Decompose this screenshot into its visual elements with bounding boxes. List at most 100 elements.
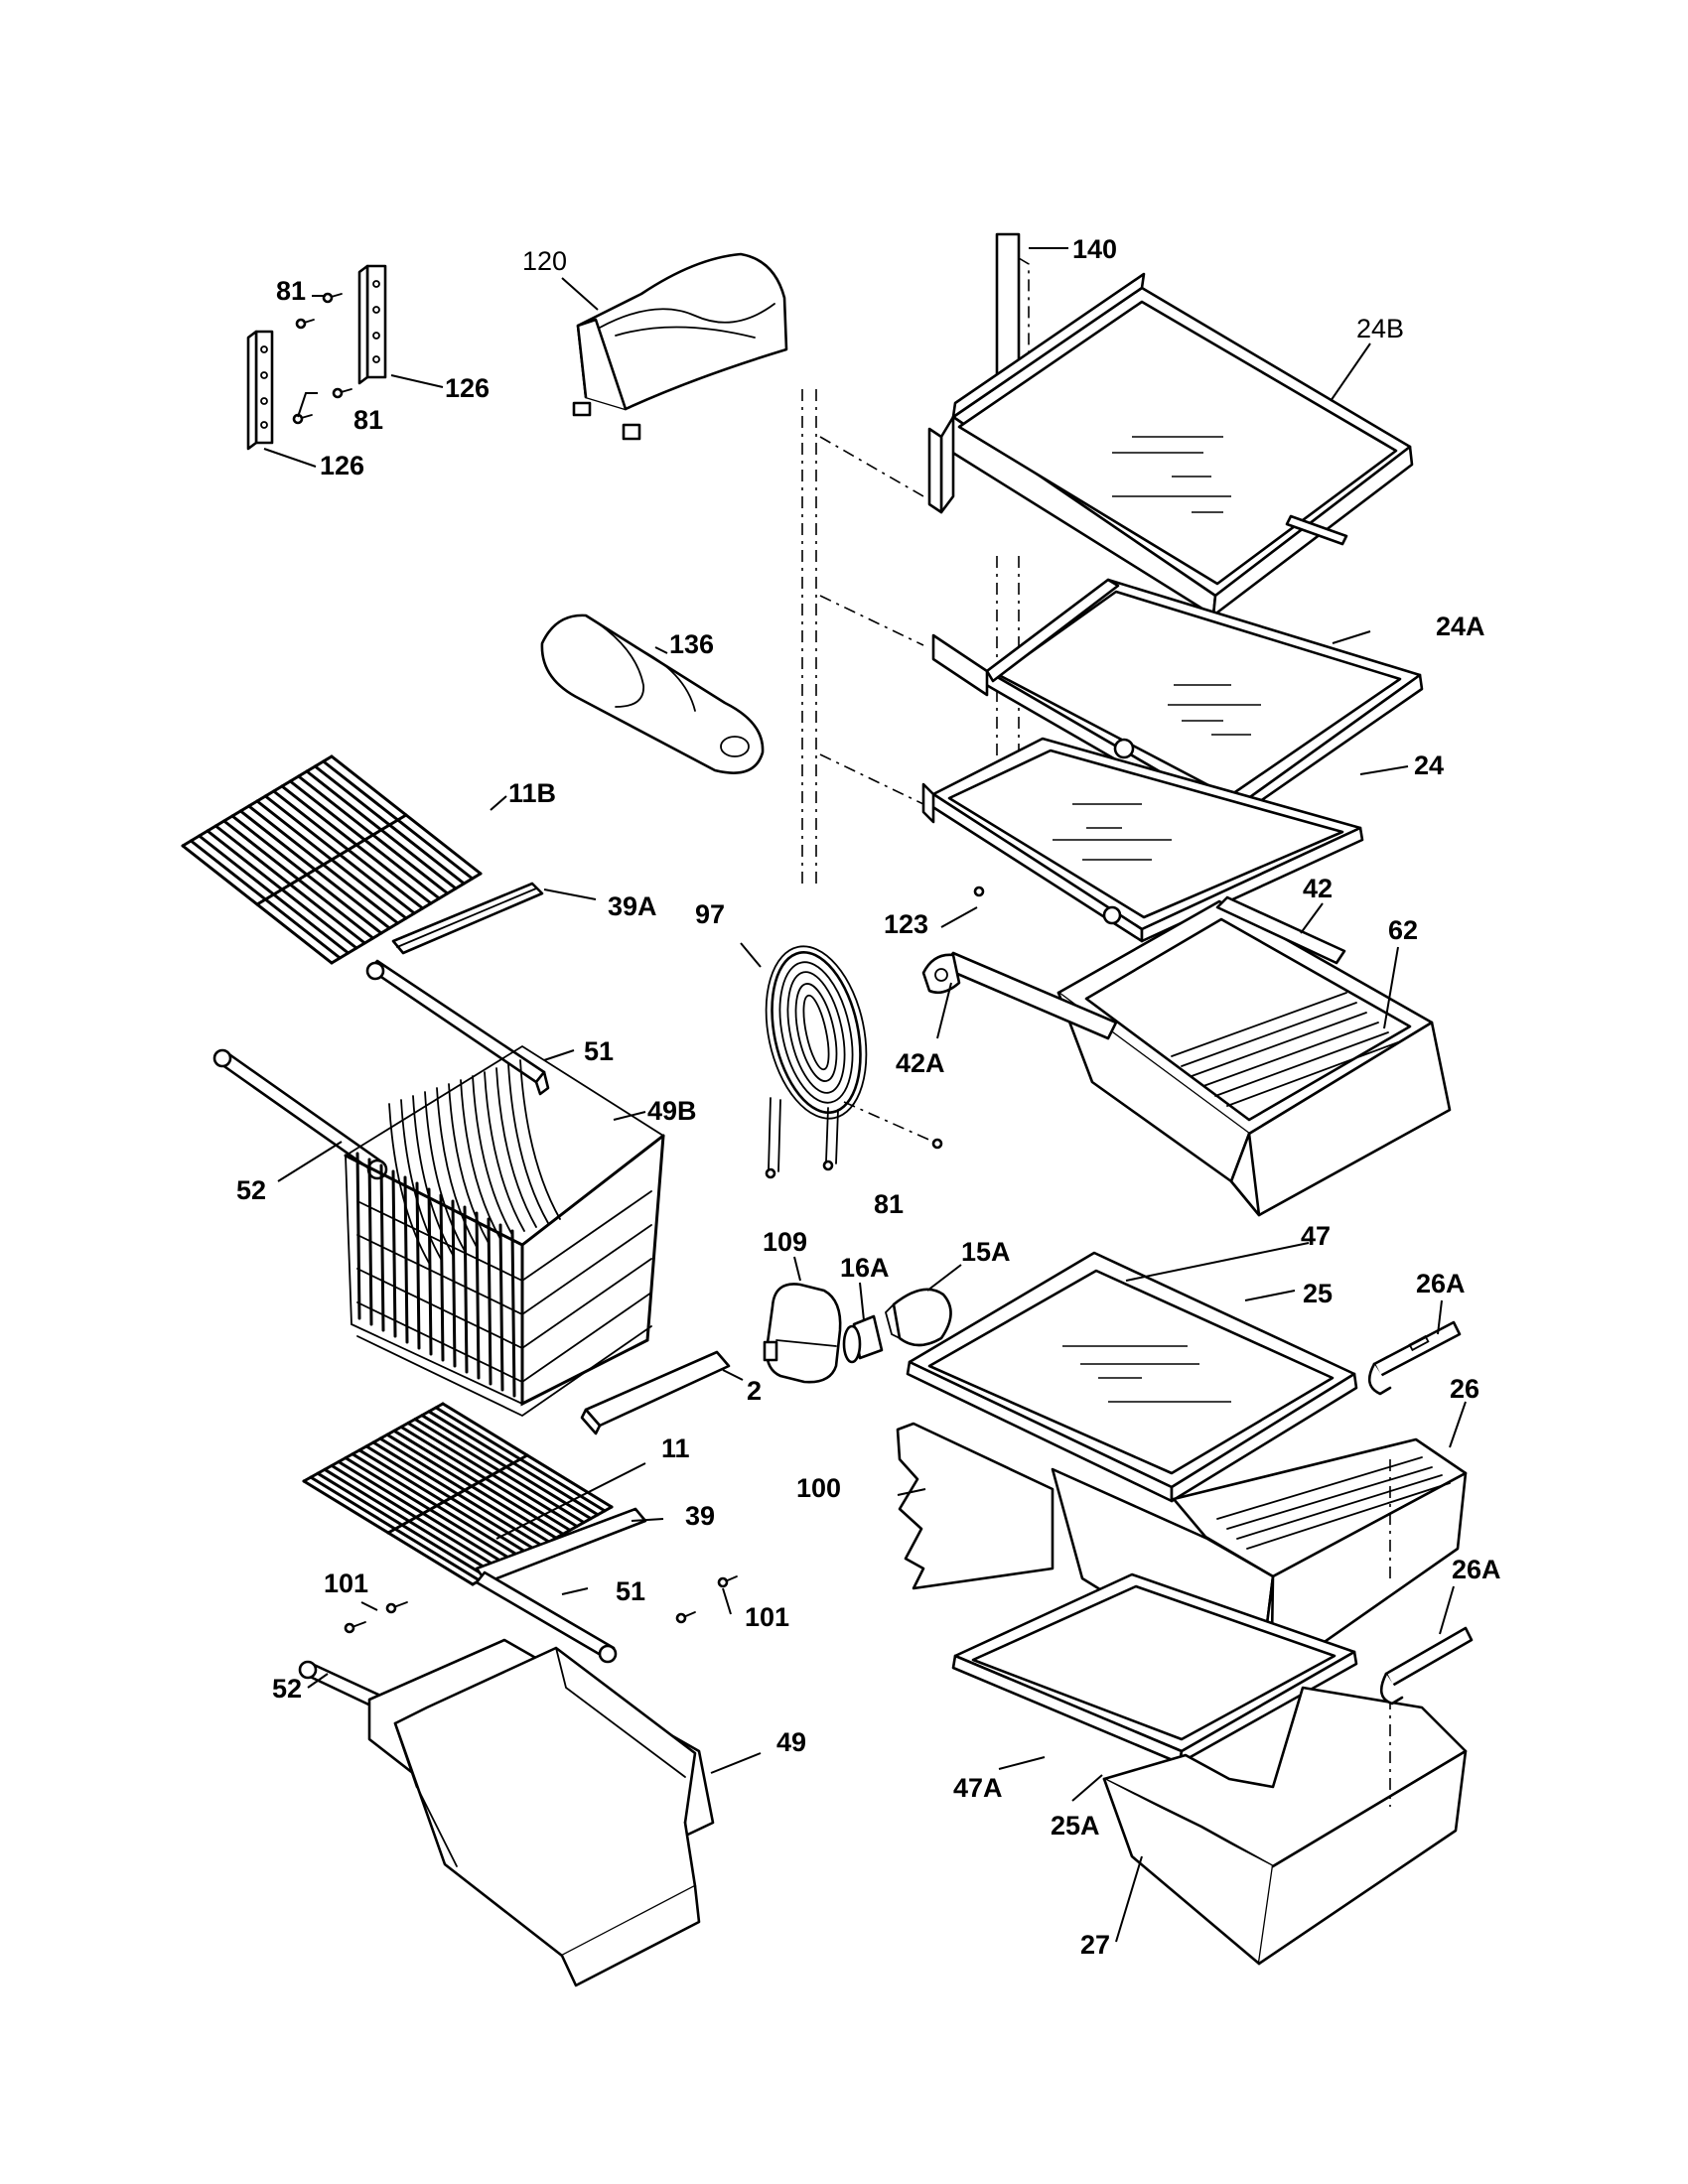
basket-wire — [439, 1193, 445, 1362]
callout-47: 47 — [1301, 1221, 1331, 1251]
bracket-26A-lower — [1379, 1626, 1474, 1706]
wire — [181, 754, 483, 965]
callout-42A: 42A — [896, 1048, 945, 1078]
callout-2: 2 — [747, 1376, 762, 1406]
callout-81b: 81 — [353, 405, 383, 435]
basket-wire — [356, 1224, 652, 1316]
callout-11B: 11B — [508, 778, 556, 808]
callout-49B: 49B — [647, 1096, 697, 1126]
light-cover-109 — [763, 1283, 842, 1384]
basket-wire — [400, 1099, 442, 1260]
basket-wire — [484, 1071, 525, 1232]
basket-wire — [356, 1325, 652, 1418]
basket-wire — [520, 1134, 665, 1407]
callout-26Aa: 26A — [1416, 1269, 1466, 1298]
bulb-15A — [884, 1288, 952, 1347]
rail-52-upper — [212, 1048, 388, 1180]
callout-100: 100 — [796, 1473, 841, 1503]
callout-24: 24 — [1414, 751, 1444, 780]
basket-wire — [507, 1063, 549, 1224]
baffle-100 — [896, 1422, 1055, 1590]
callout-42: 42 — [1303, 874, 1333, 903]
callout-39A: 39A — [608, 891, 657, 921]
callout-97: 97 — [695, 899, 725, 929]
bracket-126-right — [357, 264, 387, 385]
basket-wire — [475, 1211, 481, 1380]
callout-47A: 47A — [953, 1773, 1003, 1803]
basket-wire — [391, 1169, 397, 1338]
callout-27: 27 — [1080, 1930, 1110, 1960]
basket-wire — [472, 1075, 513, 1236]
tray-136 — [540, 614, 765, 774]
callout-24B: 24B — [1356, 314, 1404, 343]
bracket-26A-upper — [1367, 1320, 1462, 1396]
bin-49 — [367, 1638, 715, 1987]
callout-136: 136 — [669, 629, 714, 659]
shelf-24B — [927, 272, 1414, 617]
callout-16A: 16A — [840, 1253, 890, 1283]
wire — [255, 813, 408, 906]
basket-wire — [463, 1205, 469, 1374]
crisper-27 — [1102, 1686, 1468, 1966]
basket-wire — [403, 1175, 409, 1344]
callout-140: 140 — [1072, 234, 1117, 264]
callout-11: 11 — [661, 1433, 690, 1463]
basket-wire — [519, 1059, 561, 1220]
callout-81c: 81 — [874, 1189, 904, 1219]
rail-51-upper — [365, 959, 550, 1096]
callout-39: 39 — [685, 1501, 715, 1531]
basket-wire — [424, 1091, 466, 1252]
basket-wire — [427, 1187, 433, 1356]
callout-101b: 101 — [745, 1602, 789, 1632]
bracket-126-left — [246, 330, 274, 451]
rail-51-lower — [475, 1570, 618, 1664]
wire-basket-49B — [344, 1044, 665, 1418]
callout-51a: 51 — [584, 1036, 614, 1066]
basket-wire — [510, 1229, 516, 1398]
callout-101a: 101 — [324, 1569, 368, 1598]
callout-26Ab: 26A — [1452, 1555, 1501, 1584]
callout-52a: 52 — [236, 1175, 266, 1205]
callout-25A: 25A — [1051, 1811, 1100, 1841]
basket-wire — [495, 1067, 537, 1228]
coil-97 — [765, 945, 868, 1179]
bin-120 — [572, 252, 788, 441]
callout-51b: 51 — [616, 1576, 645, 1606]
basket-wire — [436, 1087, 478, 1248]
callout-24A: 24A — [1436, 612, 1485, 641]
callout-81a: 81 — [276, 276, 306, 306]
leader-lines — [263, 247, 1467, 1943]
rail-42A — [921, 951, 1118, 1040]
crisper-62 — [1056, 899, 1452, 1217]
basket-wire — [415, 1181, 421, 1350]
shelf-ladder-rail — [801, 389, 924, 884]
basket-wire — [448, 1083, 490, 1244]
socket-16A — [842, 1314, 884, 1364]
wire-shelf-11 — [302, 1402, 614, 1586]
rail-140 — [995, 232, 1030, 834]
basket-wire — [412, 1095, 454, 1256]
callout-120: 120 — [522, 246, 567, 276]
basket-wire — [460, 1079, 501, 1240]
rail-42 — [1215, 895, 1346, 965]
trim-39A — [391, 882, 544, 955]
callout-126b: 126 — [320, 451, 364, 480]
wire — [302, 1402, 614, 1586]
callout-49: 49 — [776, 1727, 806, 1757]
cover-25 — [906, 1251, 1358, 1503]
screws-101 — [344, 1575, 738, 1634]
callout-15A: 15A — [961, 1237, 1011, 1267]
callout-109: 109 — [763, 1227, 807, 1257]
screw-81-coil — [843, 1101, 943, 1150]
trim-2 — [580, 1350, 731, 1435]
wire — [386, 1453, 529, 1535]
callout-52b: 52 — [272, 1674, 302, 1704]
basket-wire — [487, 1217, 492, 1386]
basket-wire — [388, 1103, 430, 1264]
wire-shelf-11B — [181, 754, 483, 965]
callout-26: 26 — [1450, 1374, 1479, 1404]
basket-wire — [498, 1223, 504, 1392]
callout-126a: 126 — [445, 373, 490, 403]
